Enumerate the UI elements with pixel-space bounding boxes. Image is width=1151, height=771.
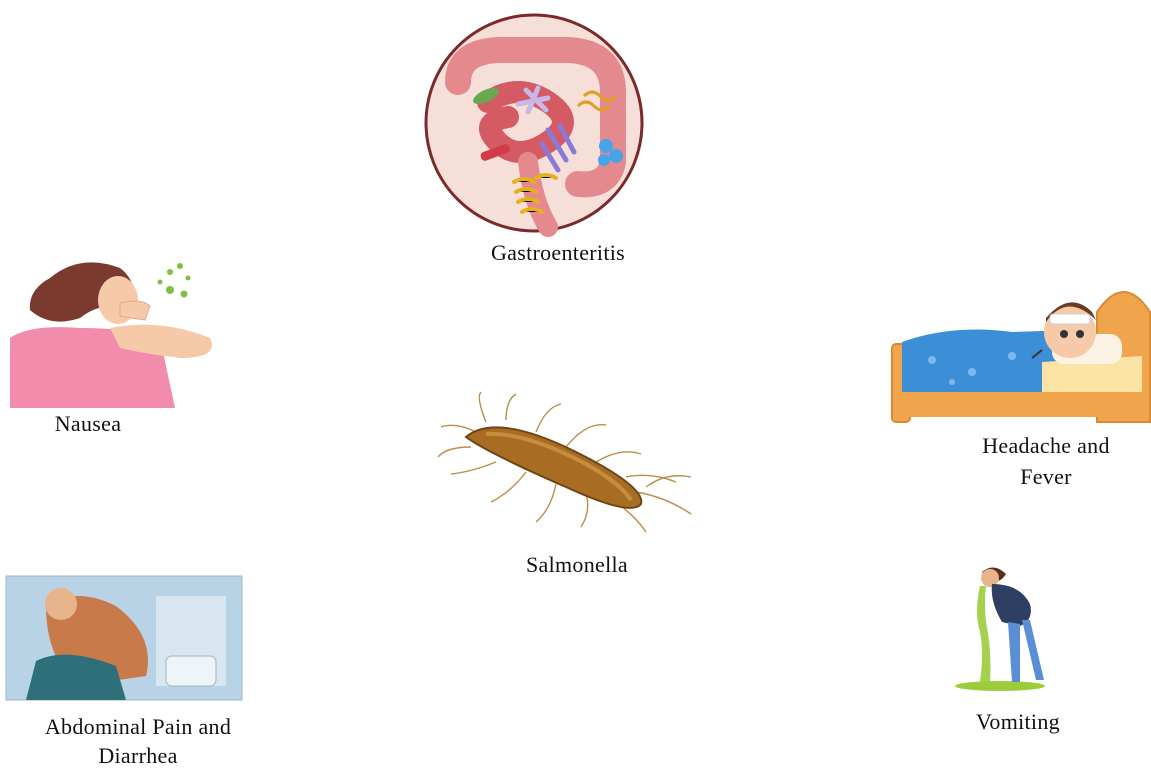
- gastroenteritis-label: Gastroenteritis: [468, 237, 648, 268]
- salmonella-label: Salmonella: [502, 549, 652, 580]
- vomiting-woman-icon: [950, 562, 1060, 692]
- abdominal-diarrhea-label-line2: Diarrhea: [0, 740, 276, 771]
- vomiting-label: Vomiting: [958, 706, 1078, 737]
- salmonella-bacterium-icon: [436, 392, 706, 532]
- nausea-label: Nausea: [28, 408, 148, 439]
- intestine-bacteria-icon: [418, 12, 650, 234]
- nauseous-woman-icon: [10, 258, 215, 408]
- abdominal-diarrhea-label-line1: Abdominal Pain and: [0, 711, 276, 742]
- headache-fever-label-line1: Headache and: [946, 430, 1146, 461]
- sick-child-in-bed-icon: [892, 272, 1150, 422]
- headache-fever-label-line2: Fever: [946, 461, 1146, 492]
- man-on-toilet-icon: [6, 576, 242, 700]
